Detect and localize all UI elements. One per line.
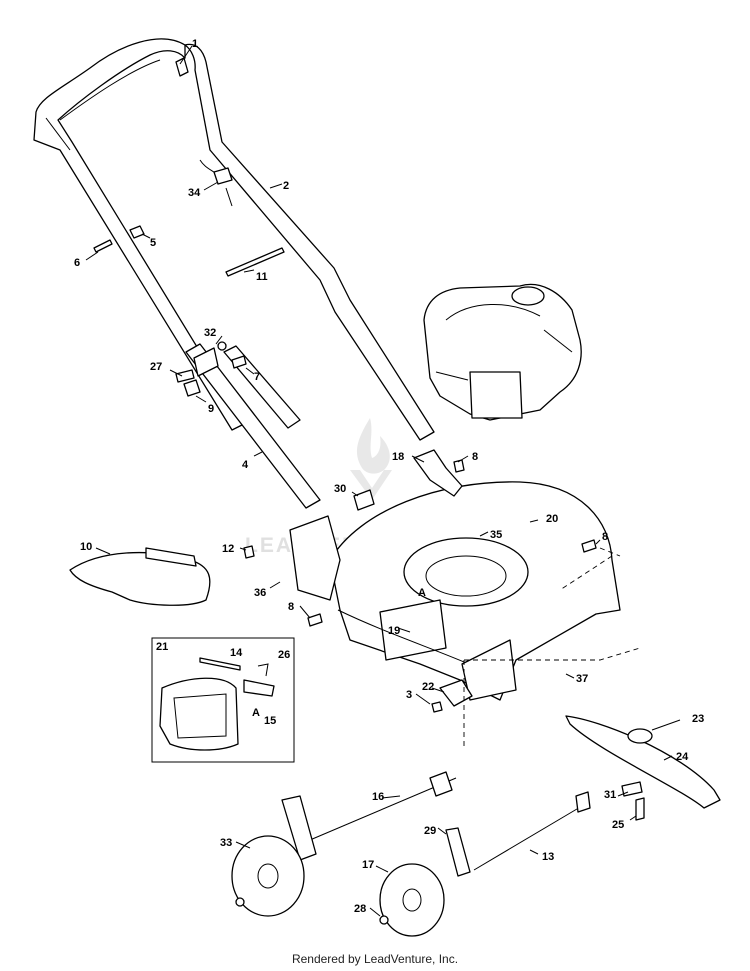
- lower-handle: [185, 343, 321, 509]
- callout-4: 4: [242, 459, 249, 471]
- callout-11: 11: [256, 271, 268, 283]
- cable-clip: [175, 57, 189, 77]
- callout-26: 26: [278, 649, 290, 661]
- callout-8c: 8: [288, 601, 294, 613]
- callout-19: 19: [388, 625, 400, 637]
- callouts: 1 2 34 5 6 11 32 27 7 9 4 18 8 30 20 35 …: [74, 38, 704, 915]
- rear-axle-assembly: [231, 771, 457, 917]
- callout-13: 13: [542, 851, 554, 863]
- callout-20: 20: [546, 513, 558, 525]
- mower-deck: [329, 481, 621, 701]
- callout-24: 24: [676, 751, 689, 763]
- callout-32: 32: [204, 327, 216, 339]
- callout-34: 34: [188, 187, 201, 199]
- callout-33: 33: [220, 837, 232, 849]
- wire-tie: [225, 247, 285, 277]
- callout-8b: 8: [602, 531, 608, 543]
- engine: [423, 283, 582, 421]
- callout-3: 3: [406, 689, 412, 701]
- callout-35: 35: [490, 529, 502, 541]
- discharge-chute: [69, 547, 211, 606]
- callout-36: 36: [254, 587, 266, 599]
- handle-knob-small: [129, 225, 145, 239]
- front-axle-assembly: [379, 791, 591, 937]
- callout-21: 21: [156, 641, 168, 653]
- callout-ref-a2: A: [252, 707, 260, 719]
- callout-30: 30: [334, 483, 346, 495]
- callout-8a: 8: [472, 451, 478, 463]
- callout-2: 2: [283, 180, 289, 192]
- callout-ref-a1: A: [418, 587, 426, 599]
- callout-28: 28: [354, 903, 366, 915]
- hardware-bolts: [243, 459, 597, 627]
- side-bracket: [289, 515, 341, 601]
- callout-1: 1: [192, 38, 198, 50]
- reference-line: [464, 647, 641, 661]
- callout-17: 17: [362, 859, 374, 871]
- leader-lines: [85, 45, 681, 917]
- callout-31: 31: [604, 789, 616, 801]
- callout-37: 37: [576, 673, 588, 685]
- control-cable: [199, 159, 233, 207]
- rear-hinge-bracket: [413, 449, 463, 497]
- callout-14: 14: [230, 647, 243, 659]
- callout-27: 27: [150, 361, 162, 373]
- callout-18: 18: [392, 451, 404, 463]
- callout-16: 16: [372, 791, 384, 803]
- callout-10: 10: [80, 541, 92, 553]
- callout-25: 25: [612, 819, 624, 831]
- footer-credit: Rendered by LeadVenture, Inc.: [291, 952, 459, 966]
- callout-29: 29: [424, 825, 436, 837]
- callout-7: 7: [254, 371, 260, 383]
- callout-15: 15: [264, 715, 276, 727]
- bag-kit-inset: [151, 637, 295, 763]
- callout-22: 22: [422, 681, 434, 693]
- callout-12: 12: [222, 543, 234, 555]
- upper-handle: [33, 38, 435, 441]
- callout-9: 9: [208, 403, 214, 415]
- callout-5: 5: [150, 237, 156, 249]
- callout-6: 6: [74, 257, 80, 269]
- callout-23: 23: [692, 713, 704, 725]
- handle-bracket-hardware: [175, 341, 247, 397]
- blade-assembly: [565, 715, 721, 821]
- carriage-bolt-small: [93, 239, 113, 253]
